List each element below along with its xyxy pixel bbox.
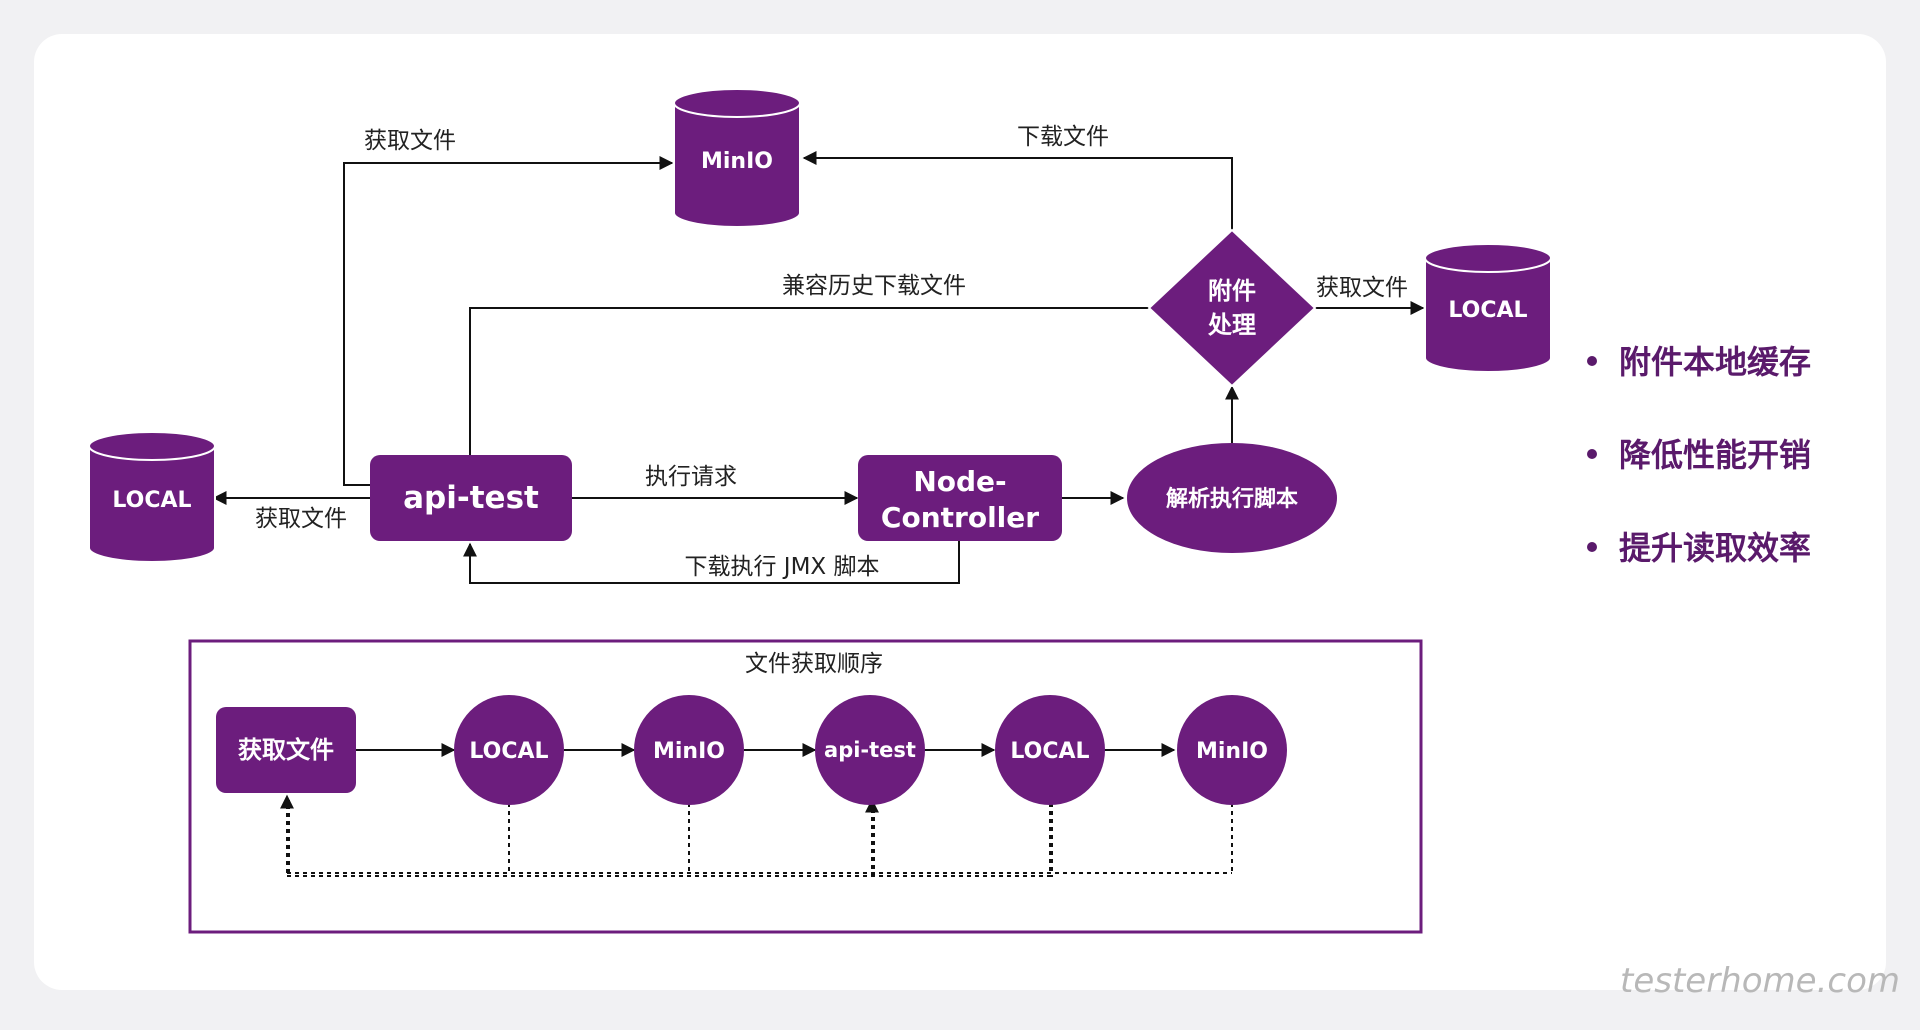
bullet-item: 降低性能开销	[1619, 436, 1811, 474]
edge-api-to-minio	[343, 156, 674, 486]
fetch-order-start: 获取文件	[216, 707, 356, 793]
bullet-dot	[1587, 449, 1597, 459]
fetch-order-start-label: 获取文件	[238, 736, 334, 764]
edge-label-exec-request: 执行请求	[645, 464, 737, 490]
api-test-label: api-test	[403, 480, 539, 516]
api-test-node: api-test	[370, 455, 572, 541]
edge-label-download-minio: 下载文件	[1017, 124, 1109, 150]
fetch-order-step: api-test	[815, 695, 925, 805]
bullet-item: 附件本地缓存	[1619, 343, 1811, 381]
bullet-item: 提升读取效率	[1619, 529, 1811, 567]
fetch-order-step: LOCAL	[454, 695, 564, 805]
fetch-order-box: 文件获取顺序 获取文件	[188, 639, 1423, 934]
node-controller-label-1: Node-	[913, 465, 1006, 498]
fetch-order-title: 文件获取顺序	[745, 651, 883, 677]
parse-script-node: 解析执行脚本	[1127, 443, 1337, 553]
local-right-node: LOCAL	[1424, 243, 1552, 373]
watermark: testerhome.com	[1620, 961, 1900, 1001]
attachment-decision-node: 附件 处理	[1147, 228, 1317, 388]
fetch-order-frame	[188, 639, 1423, 934]
fetch-order-step-label: MinIO	[653, 739, 725, 764]
edge-controller-to-api	[463, 541, 960, 584]
attachment-label-2: 处理	[1207, 311, 1256, 339]
fetch-order-step: LOCAL	[995, 695, 1105, 805]
parse-script-label: 解析执行脚本	[1166, 486, 1298, 512]
edge-label-fetch-local-right: 获取文件	[1316, 275, 1408, 301]
edge-labels: 获取文件 下载文件 兼容历史下载文件 获取文件 获取文件 执行请求 下载执行 J…	[255, 124, 1408, 580]
edge-attachment-to-minio	[802, 151, 1233, 232]
minio-top-label: MinIO	[701, 149, 773, 174]
minio-top-node: MinIO	[673, 88, 801, 228]
bullet-dot	[1587, 356, 1597, 366]
edge-label-fetch-local-left: 获取文件	[255, 506, 347, 532]
attachment-label-1: 附件	[1208, 277, 1256, 305]
edge-label-download-jmx: 下载执行 JMX 脚本	[684, 554, 879, 580]
node-controller-label-2: Controller	[881, 501, 1039, 534]
edge-attachment-to-api	[469, 307, 1150, 455]
local-left-node: LOCAL	[88, 431, 216, 563]
fetch-order-step: MinIO	[1177, 695, 1287, 805]
fetch-order-step-label: api-test	[824, 738, 916, 762]
local-left-label: LOCAL	[112, 488, 191, 513]
bullet-dot	[1587, 542, 1597, 552]
local-right-label: LOCAL	[1448, 298, 1527, 323]
fetch-order-step-label: LOCAL	[1010, 739, 1089, 764]
fetch-order-step-label: MinIO	[1196, 739, 1268, 764]
edge-label-compat-history: 兼容历史下载文件	[782, 273, 966, 299]
edge-label-fetch-minio: 获取文件	[364, 128, 456, 154]
fetch-order-fallback-lines	[280, 794, 1233, 877]
fetch-order-step-label: LOCAL	[469, 739, 548, 764]
bullet-list: 附件本地缓存 降低性能开销 提升读取效率	[1587, 343, 1811, 567]
connectors	[212, 151, 1425, 584]
node-controller-node: Node- Controller	[858, 455, 1062, 541]
fetch-order-step: MinIO	[634, 695, 744, 805]
